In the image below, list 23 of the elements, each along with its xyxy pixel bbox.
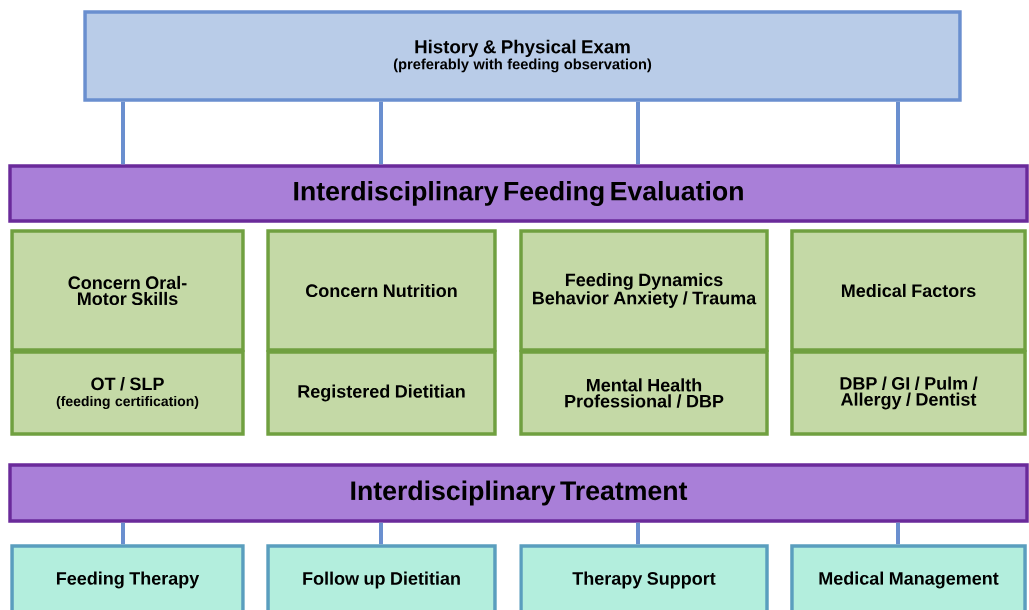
treatment-box: Therapy Support — [519, 544, 769, 610]
evaluation-banner: Interdisciplinary Feeding Evaluation — [8, 164, 1029, 223]
treatment-box: Follow up Dietitian — [266, 544, 497, 610]
concern-box: Feeding Dynamics Behavior Anxiety / Trauma — [519, 229, 769, 352]
treatment-box: Feeding Therapy — [10, 544, 245, 610]
concern-box: Concern Oral-Motor Skills — [10, 229, 245, 352]
specialist-box: DBP / GI / Pulm / Allergy / Dentist — [790, 350, 1027, 436]
connector-line — [379, 522, 383, 545]
history-box: History & Physical Exam (preferably with feeding observation) — [83, 10, 962, 102]
concern-box: Medical Factors — [790, 229, 1027, 352]
connector-line — [636, 522, 640, 545]
connector-line — [121, 522, 125, 545]
connector-line — [636, 101, 640, 165]
specialist-box: OT / SLP (feeding certification) — [10, 350, 245, 436]
connector-line — [896, 101, 900, 165]
concern-box: Concern Nutrition — [266, 229, 497, 352]
connector-line — [379, 101, 383, 165]
specialist-box: Registered Dietitian — [266, 350, 497, 436]
treatment-banner: Interdisciplinary Treatment — [8, 463, 1029, 523]
connector-line — [121, 101, 125, 165]
connector-line — [896, 522, 900, 545]
specialist-box: Mental Health Professional / DBP — [519, 350, 769, 436]
treatment-box: Medical Management — [790, 544, 1027, 610]
